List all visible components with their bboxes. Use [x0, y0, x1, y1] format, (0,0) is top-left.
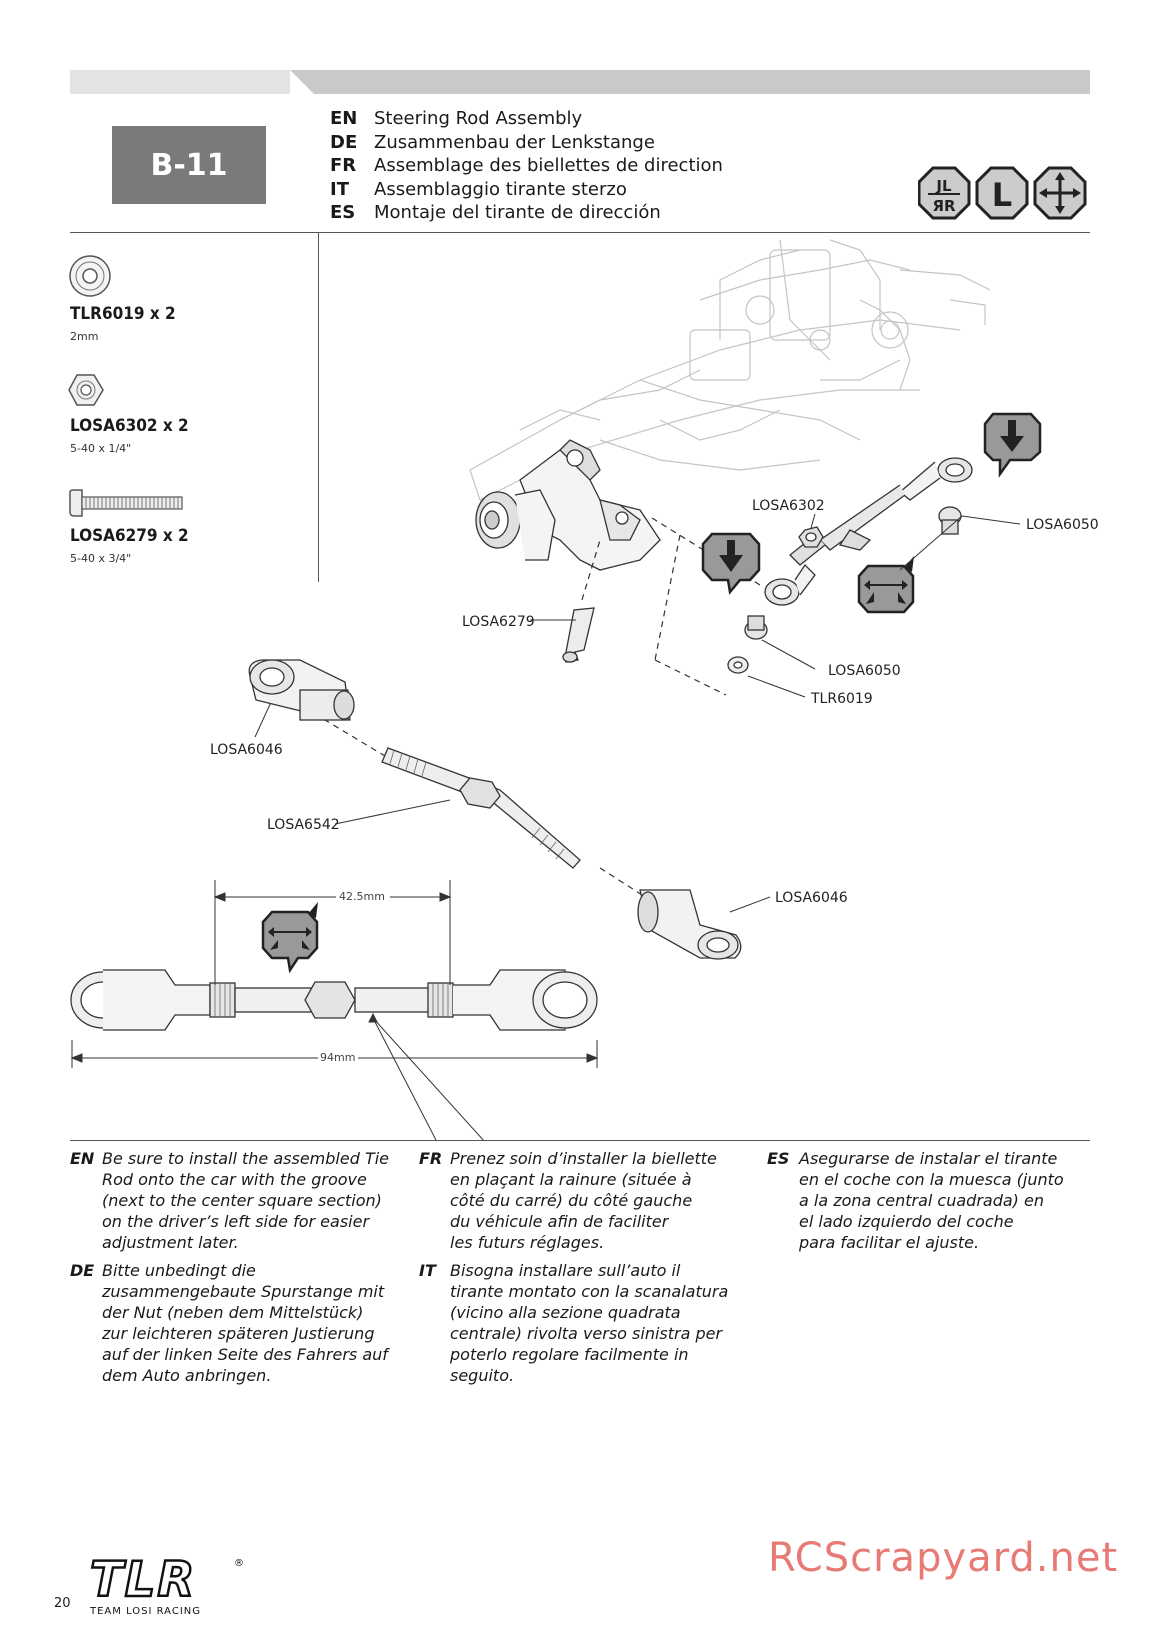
- title-row-fr: FR Assemblage des biellettes de directio…: [330, 154, 723, 178]
- callout-losa6302: LOSA6302: [752, 498, 825, 514]
- callout-losa6050-top: LOSA6050: [1026, 517, 1099, 533]
- svg-text:®: ®: [234, 1558, 244, 1569]
- left-right-mirror-icon: JL ЯR: [918, 166, 971, 220]
- instruction-lang-it: IT: [419, 1261, 436, 1280]
- title-row-de: DE Zusammenbau der Lenkstange: [330, 131, 723, 155]
- svg-text:JL: JL: [935, 177, 952, 195]
- header-bar-right: [290, 70, 1090, 94]
- callout-losa6279: LOSA6279: [462, 614, 535, 630]
- steering-knuckle: [475, 439, 661, 571]
- instruction-text-de: Bitte unbedingt die zusammengebaute Spur…: [102, 1261, 388, 1385]
- screw-losa6279: [562, 607, 595, 663]
- adjust-arrows-icon: [1033, 166, 1087, 220]
- push-down-badge-top: [983, 412, 1042, 478]
- title-text: Assemblaggio tirante sterzo: [374, 178, 627, 200]
- title-lang: ES: [330, 202, 356, 224]
- svg-text:TEAM LOSI RACING: TEAM LOSI RACING: [89, 1606, 201, 1617]
- assembly-paths: [304, 517, 761, 901]
- title-lang: IT: [330, 178, 349, 200]
- tlr-logo: TLR TEAM LOSI RACING ®: [89, 1551, 244, 1617]
- leader-lines: [254, 513, 1021, 913]
- parts-column-divider: [318, 232, 319, 582]
- instruction-text-en: Be sure to install the assembled Tie Rod…: [102, 1149, 390, 1252]
- title-text: Assemblage des biellettes de direction: [374, 155, 723, 177]
- header-bar-left: [70, 70, 290, 94]
- groove-pointer-lines: [368, 1012, 484, 1140]
- callout-losa6046-left: LOSA6046: [210, 742, 283, 758]
- title-row-es: ES Montaje del tirante de dirección: [330, 201, 723, 225]
- dimension-inner-label: 42.5mm: [339, 890, 385, 903]
- instruction-lang-en: EN: [70, 1149, 95, 1168]
- title-lang: DE: [330, 131, 358, 153]
- instruction-lang-es: ES: [767, 1149, 790, 1168]
- dimension-lines: [70, 880, 599, 1068]
- push-down-badge-middle: [701, 532, 761, 595]
- instructions: EN Be sure to install the assembled Tie …: [70, 1148, 1090, 1408]
- part-size: 5-40 x 3/4": [70, 552, 132, 565]
- title-lang: FR: [330, 155, 357, 177]
- assembly-diagram: [70, 239, 1042, 1140]
- step-titles: EN Steering Rod Assembly DE Zusammenbau …: [330, 107, 723, 225]
- part-size: 2mm: [70, 330, 99, 343]
- screw-icon: [69, 489, 183, 517]
- callout-losa6046-right: LOSA6046: [775, 890, 848, 906]
- tie-rod-assembled: [727, 457, 973, 674]
- threaded-rod: [381, 747, 581, 869]
- header-divider: [70, 232, 1090, 233]
- instruction-text-fr: Prenez soin d’installer la biellette en …: [450, 1149, 717, 1252]
- watermark: RCScrapyard.net: [768, 1535, 1119, 1581]
- tie-rod-side-view: [70, 969, 598, 1031]
- part-id: LOSA6302 x 2: [70, 416, 189, 436]
- rod-end-right: [637, 889, 742, 960]
- svg-text:ЯR: ЯR: [932, 197, 956, 215]
- adjust-badge-side: [261, 902, 319, 974]
- locknut-icon: [68, 374, 104, 406]
- part-size: 5-40 x 1/4": [70, 442, 132, 455]
- page-number: 20: [54, 1596, 71, 1611]
- header-icons: JL ЯR L: [918, 166, 1087, 220]
- left-side-icon: L: [975, 166, 1029, 220]
- title-lang: EN: [330, 108, 358, 130]
- title-row-en: EN Steering Rod Assembly: [330, 107, 723, 131]
- title-row-it: IT Assemblaggio tirante sterzo: [330, 178, 723, 202]
- rod-end-left: [248, 659, 355, 721]
- step-badge: B-11: [112, 126, 266, 204]
- adjust-badge-rod: [857, 556, 915, 614]
- callout-losa6050-bottom: LOSA6050: [828, 663, 901, 679]
- title-text: Montaje del tirante de dirección: [374, 202, 661, 224]
- callout-losa6542: LOSA6542: [267, 817, 340, 833]
- instruction-text-it: Bisogna installare sull’auto il tirante …: [450, 1261, 729, 1385]
- dimension-overall-label: 94mm: [320, 1051, 356, 1064]
- title-text: Zusammenbau der Lenkstange: [374, 131, 655, 153]
- title-text: Steering Rod Assembly: [374, 108, 583, 130]
- part-id: TLR6019 x 2: [70, 304, 176, 324]
- part-id: LOSA6279 x 2: [70, 526, 189, 546]
- callout-tlr6019: TLR6019: [811, 691, 873, 707]
- svg-text:L: L: [992, 176, 1012, 214]
- instruction-lang-fr: FR: [419, 1149, 443, 1168]
- washer-icon: [69, 255, 111, 297]
- svg-text:TLR: TLR: [90, 1552, 196, 1608]
- instructions-divider: [70, 1140, 1090, 1141]
- instruction-text-es: Asegurarse de instalar el tirante en el …: [799, 1149, 1064, 1252]
- instruction-lang-de: DE: [70, 1261, 95, 1280]
